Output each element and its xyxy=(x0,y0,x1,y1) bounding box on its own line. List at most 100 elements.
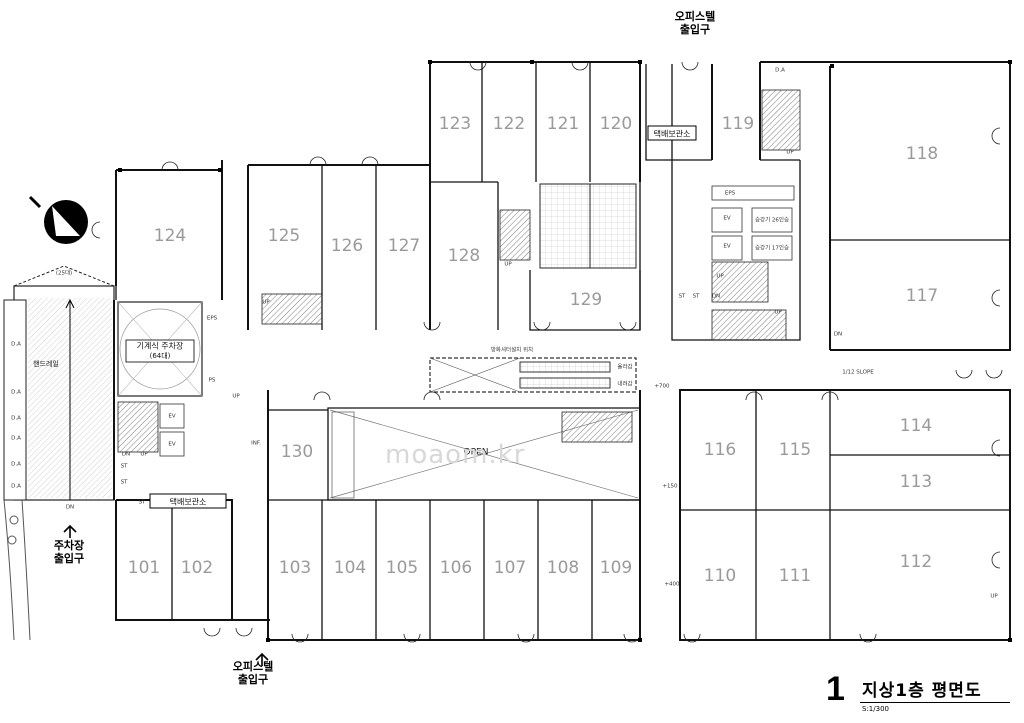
mechanical-parking xyxy=(117,301,203,397)
dn-label-4: DN xyxy=(834,332,842,338)
fire-shutter-zone xyxy=(429,357,637,393)
unit-116: 116 xyxy=(704,440,736,460)
ev-label-4: EV xyxy=(168,442,175,448)
unit-125: 125 xyxy=(268,226,300,246)
stairs xyxy=(117,89,801,453)
unit-121: 121 xyxy=(547,114,579,134)
up-label-4: UP xyxy=(504,262,512,268)
plan-number: 1 xyxy=(826,670,845,708)
plan-title: 지상1층 평면도 xyxy=(862,681,982,701)
escalator-down-label: 내려감 xyxy=(617,380,632,388)
column-marks xyxy=(118,60,1012,642)
st-label-5: ST xyxy=(693,294,700,300)
escalator-up-label: 올라감 xyxy=(617,363,632,371)
unit-108: 108 xyxy=(547,558,579,578)
svg-text:D.A: D.A xyxy=(11,390,21,396)
parcel-room-top-label: 택배보관소 xyxy=(654,129,691,139)
elev-26-label: 승강기 26인승 xyxy=(755,216,789,224)
unit-123: 123 xyxy=(439,114,471,134)
unit-118: 118 xyxy=(906,144,938,164)
st-label-3: ST xyxy=(139,500,146,506)
svg-text:D.A: D.A xyxy=(11,484,21,490)
ps-label: PS xyxy=(209,378,216,384)
svg-text:D.A: D.A xyxy=(11,416,21,422)
svg-text:D.A: D.A xyxy=(11,462,21,468)
parcel-room-bottom xyxy=(149,493,227,509)
unit-117: 117 xyxy=(906,286,938,306)
elevators xyxy=(159,185,795,457)
door-swings xyxy=(91,61,1003,643)
mech-parking-count: (64대) xyxy=(150,352,171,360)
eps-label-2: EPS xyxy=(725,191,736,197)
unit-111: 111 xyxy=(779,566,811,586)
office-entrance-bottom: 오피스텔 출입구 xyxy=(232,660,274,686)
ev-label-2: EV xyxy=(723,244,730,250)
watermark: moaom.kr xyxy=(385,440,526,470)
up-label-8: UP xyxy=(990,594,998,600)
level-150: +150 xyxy=(662,484,678,490)
unit-122: 122 xyxy=(493,114,525,134)
parcel-room-bottom-label: 택배보관소 xyxy=(170,497,207,507)
unit-113: 113 xyxy=(900,472,932,492)
escalators xyxy=(519,361,611,389)
entrance-arrow-icons xyxy=(63,524,269,666)
elev-17-label: 승강기 17인승 xyxy=(755,244,789,252)
building-walls xyxy=(113,61,1011,641)
unit-126: 126 xyxy=(331,236,363,256)
handrail-label: 핸드레일 xyxy=(33,359,59,368)
restrooms xyxy=(539,183,637,269)
title-underline xyxy=(860,702,1010,703)
office-entrance-top: 오피스텔 출입구 xyxy=(674,10,716,36)
unit-102: 102 xyxy=(181,558,213,578)
up-label-1: UP xyxy=(262,300,270,306)
svg-text:D.A: D.A xyxy=(11,342,21,348)
unit-106: 106 xyxy=(440,558,472,578)
shutter-note-label: 방화셔터설치 위치 xyxy=(491,346,533,354)
slope-label: 1/12 SLOPE xyxy=(842,370,874,376)
unit-128: 128 xyxy=(448,246,480,266)
unit-124: 124 xyxy=(154,226,186,246)
parking-count-label: (25대) xyxy=(56,269,72,277)
parking-ramp xyxy=(3,265,115,641)
unit-105: 105 xyxy=(386,558,418,578)
up-label-5: UP xyxy=(786,150,794,156)
unit-103: 103 xyxy=(279,558,311,578)
dn-label-2: DN xyxy=(122,452,130,458)
da-label-top: D.A xyxy=(775,68,785,74)
parking-entrance: 주차장 출입구 xyxy=(53,539,85,565)
up-label-2: UP xyxy=(232,394,240,400)
dn-label: DN xyxy=(66,505,74,511)
da-labels: D.A D.A D.A D.A D.A D.A xyxy=(11,342,21,490)
st-label-4: ST xyxy=(679,294,686,300)
unit-110: 110 xyxy=(704,566,736,586)
eps-label: EPS xyxy=(207,316,218,322)
unit-120: 120 xyxy=(600,114,632,134)
unit-104: 104 xyxy=(334,558,366,578)
annotations: EPS PS EPS 승강기 26인승 승강기 17인승 EV EV EV EV… xyxy=(121,68,999,600)
parcel-room-top xyxy=(647,125,697,141)
level-400: +400 xyxy=(664,582,680,588)
dn-label-3: DN xyxy=(712,294,720,300)
unit-114: 114 xyxy=(900,416,932,436)
inf-label: INF. xyxy=(251,441,261,447)
unit-112: 112 xyxy=(900,552,932,572)
unit-129: 129 xyxy=(570,290,602,310)
svg-text:D.A: D.A xyxy=(11,436,21,442)
level-700: +700 xyxy=(654,384,670,390)
unit-127: 127 xyxy=(388,236,420,256)
unit-130: 130 xyxy=(281,442,313,462)
unit-101: 101 xyxy=(128,558,160,578)
plan-scale: S:1/300 xyxy=(862,705,889,713)
ev-label-1: EV xyxy=(723,216,730,222)
unit-labels: 101 102 103 104 105 106 107 108 109 110 … xyxy=(128,114,938,586)
unit-119: 119 xyxy=(722,114,754,134)
mech-parking-label: 기계식 주차장 xyxy=(137,341,184,351)
up-label-3: UP xyxy=(140,452,148,458)
unit-107: 107 xyxy=(494,558,526,578)
up-label-6: UP xyxy=(716,274,724,280)
st-label-2: ST xyxy=(121,480,128,486)
open-label: OPEN xyxy=(464,448,489,458)
unit-115: 115 xyxy=(779,440,811,460)
north-arrow-icon xyxy=(28,195,88,244)
